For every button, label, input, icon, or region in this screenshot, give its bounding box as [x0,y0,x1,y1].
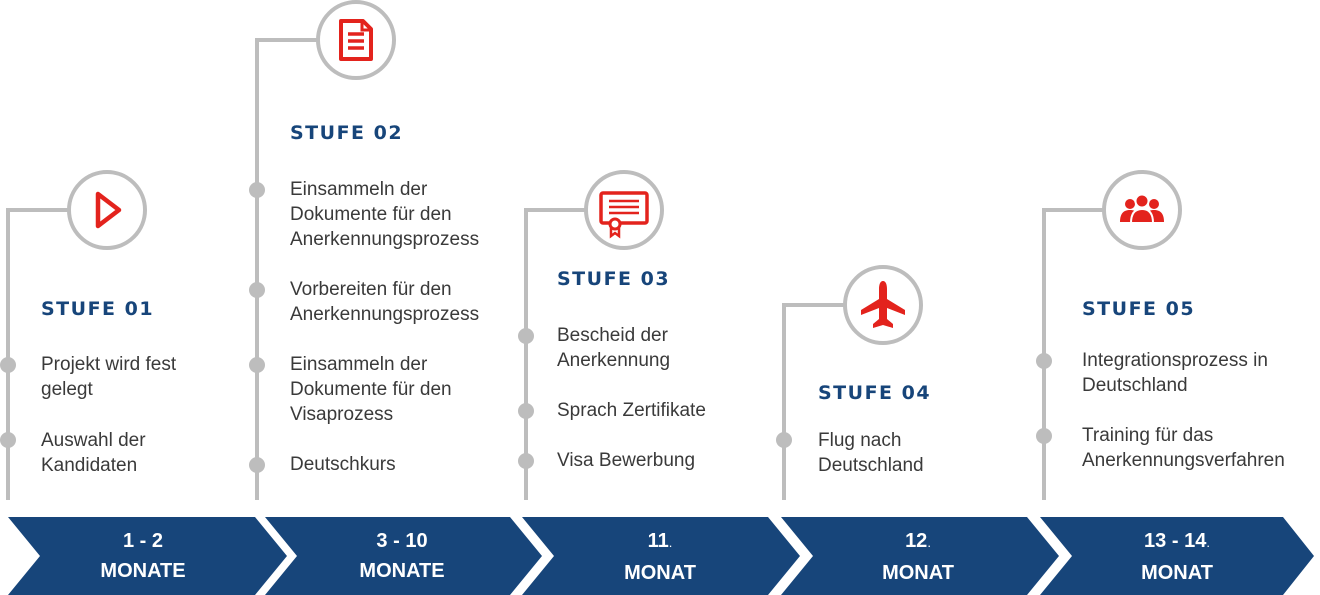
stage-item: Auswahl der Kandidaten [41,430,146,476]
period-unit: MONAT [882,562,954,584]
stage-item: Projekt wird fest gelegt [41,354,177,400]
period-label: 3 - 10 MONATE [302,526,502,586]
stage-title: STUFE 02 [290,122,404,144]
play-icon [95,191,122,229]
bullet-dot [1036,428,1052,444]
stage-item: Einsammeln der Dokumente für den Visapro… [290,354,452,425]
bullet-dot [249,457,265,473]
stage-icon-circle [67,170,147,250]
period-unit: MONATE [359,560,445,582]
stage-item: Integrationsprozess in Deutschland [1082,350,1268,396]
stage-connector-line [255,38,318,500]
stage-item: Sprach Zertifikate [557,400,706,421]
stage-connector-line [6,208,69,500]
period-number: 11 [560,526,760,558]
period-number: 12 [818,526,1018,558]
bullet-dot [249,282,265,298]
bullet-dot [776,432,792,448]
stage-title: STUFE 03 [557,268,671,290]
bullet-dot [249,182,265,198]
document-icon [339,19,373,61]
period-number: 13 - 14 [1077,526,1277,558]
bullet-dot [0,357,16,373]
period-chevron [265,517,542,595]
period-unit: MONAT [624,562,696,584]
stage-title: STUFE 01 [41,298,155,320]
period-label: 11MONAT [560,526,760,588]
airplane-icon [861,281,905,328]
stage-item: Flug nach Deutschland [818,430,924,476]
stage-item: Visa Bewerbung [557,450,696,471]
bullet-dot [518,453,534,469]
period-label: 12MONAT [818,526,1018,588]
bullet-dot [249,357,265,373]
bullet-dot [518,403,534,419]
stage-icon-circle [584,170,664,250]
certificate-icon [599,191,649,239]
stage-connector-line [1042,208,1104,500]
stage-item: Vorbereiten für den Anerkennungsprozess [290,279,480,325]
stage-item: Deutschkurs [290,454,396,475]
period-unit: MONAT [1141,562,1213,584]
period-number: 1 - 2 [122,530,164,552]
stage-item: Einsammeln der Dokumente für den Anerken… [290,179,480,250]
period-label: 1 - 2 MONATE [43,526,243,586]
period-chevron [8,517,287,595]
stage-title: STUFE 05 [1082,298,1196,320]
stage-item: Bescheid der Anerkennung [557,325,671,371]
stage-item: Training für das Anerkennungsverfahren [1082,425,1285,471]
period-label: 13 - 14 MONAT [1077,526,1277,588]
period-unit: MONATE [100,560,186,582]
stage-title: STUFE 04 [818,382,932,404]
period-number: 3 - 10 [376,530,428,552]
bullet-dot [0,432,16,448]
group-icon [1120,193,1164,224]
bullet-dot [1036,353,1052,369]
bullet-dot [518,328,534,344]
